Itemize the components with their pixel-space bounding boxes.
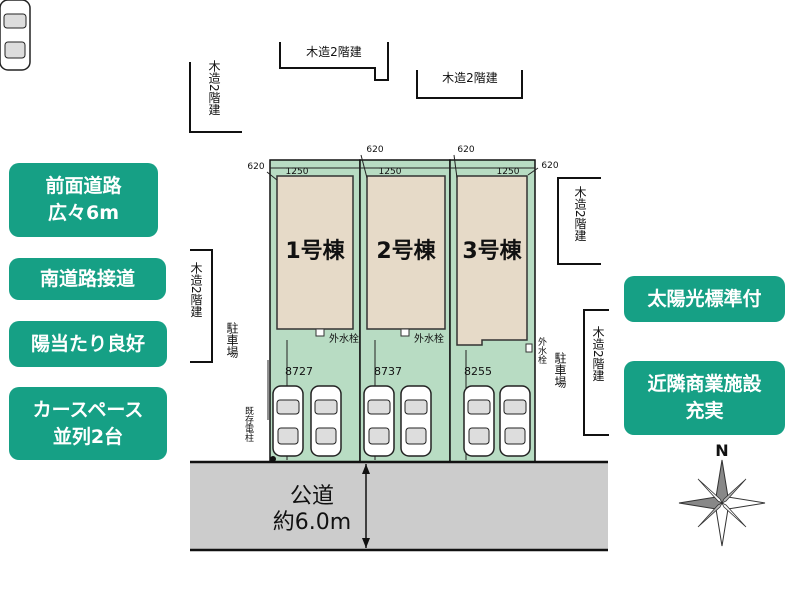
- car-2a: [363, 385, 395, 457]
- lot-3-setback-right: 620: [541, 161, 558, 171]
- lot-1-setback: 620: [247, 162, 264, 172]
- faucet-markers: [315, 328, 533, 353]
- neighbor-left-top-label: 木造2階建: [207, 60, 221, 117]
- feature-commercial-badge: 近隣商業施設 充実: [624, 361, 785, 435]
- car-2b: [400, 385, 432, 457]
- utility-pole-marker: [270, 456, 276, 462]
- neighbor-top-b-label: 木造2階建: [442, 70, 498, 85]
- house-3-footprint: [456, 175, 528, 346]
- faucet-3-marker: [525, 343, 533, 353]
- faucet-1-marker: [315, 328, 325, 337]
- neighbor-left-mid-label: 木造2階建: [189, 262, 203, 319]
- house-3-label: 3号棟: [462, 238, 522, 264]
- faucet-1-label: 外水栓: [329, 332, 359, 345]
- road-label: 公道 約6.0m: [272, 484, 352, 535]
- car-1b: [310, 385, 342, 457]
- lot-2-frontage: 1250: [379, 167, 402, 177]
- neighbor-left-mid-outline: [190, 249, 213, 363]
- lot-3-depth: 8255: [464, 365, 492, 378]
- car-1a: [272, 385, 304, 457]
- feature-road-width-badge: 前面道路 広々6m: [9, 163, 158, 237]
- faucet-3-label: 外水栓: [536, 336, 547, 365]
- feature-sunny-badge: 陽当たり良好: [9, 321, 167, 367]
- parking-left-label: 駐車場: [225, 321, 239, 359]
- lot-2-setback: 620: [366, 145, 383, 155]
- neighbor-right-bottom-outline: [583, 309, 609, 436]
- feature-parking-badge: カースペース 並列2台: [9, 387, 167, 460]
- lot-2-depth: 8737: [374, 365, 402, 378]
- faucet-2-marker: [400, 328, 410, 337]
- lot-3-setback: 620: [457, 145, 474, 155]
- house-2-label: 2号棟: [376, 238, 436, 264]
- feature-south-road-badge: 南道路接道: [9, 258, 166, 300]
- compass-north-label: N: [715, 441, 728, 460]
- public-road: [190, 462, 608, 550]
- neighbor-left-top-outline: [189, 62, 242, 133]
- neighbor-right-bottom-label: 木造2階建: [591, 326, 605, 383]
- car-3b: [499, 385, 531, 457]
- neighbor-outlines: [189, 42, 609, 436]
- house-2-footprint: [366, 175, 446, 330]
- faucet-2-label: 外水栓: [414, 332, 444, 345]
- neighbor-right-top-outline: [557, 177, 601, 265]
- cars: [0, 0, 31, 71]
- lot-1-frontage: 1250: [286, 167, 309, 177]
- house-1-footprint: [276, 175, 354, 330]
- neighbor-top-b-outline: [416, 70, 523, 99]
- house-1-label: 1号棟: [285, 238, 345, 264]
- compass-icon: [678, 459, 766, 547]
- lot-3-frontage: 1250: [497, 167, 520, 177]
- parking-right-label: 駐車場: [553, 351, 567, 389]
- neighbor-top-a-outline: [279, 42, 389, 81]
- neighbor-right-top-label: 木造2階建: [573, 186, 587, 243]
- utility-pole-label: 既存電柱: [243, 406, 254, 442]
- car-3a: [463, 385, 495, 457]
- lot-1-depth: 8727: [285, 365, 313, 378]
- neighbor-top-a-label: 木造2階建: [306, 44, 362, 59]
- feature-solar-badge: 太陽光標準付: [624, 276, 785, 322]
